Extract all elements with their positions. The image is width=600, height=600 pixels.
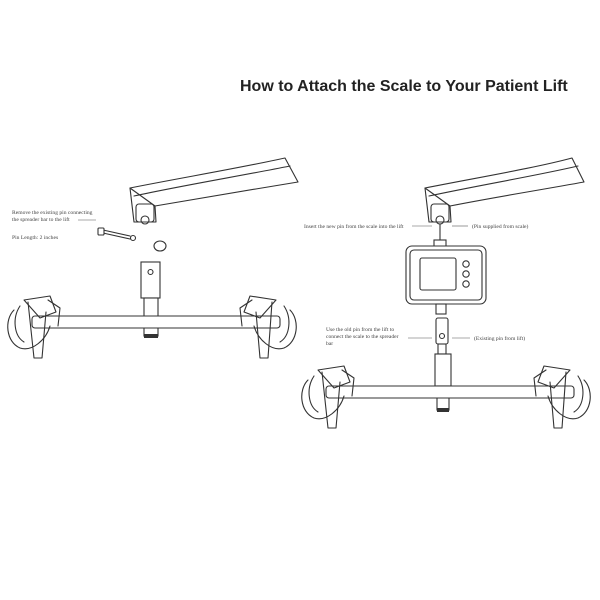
scale-button [462, 260, 470, 268]
left-note-line2: the spreader bar to the lift [12, 216, 70, 223]
right-assembly: Insert the new pin from the scale into t… [301, 157, 591, 429]
left-pin-length: Pin Length: 2 inches [12, 235, 58, 241]
left-bar-hook-left [7, 295, 61, 359]
left-note-line1: Remove the existing pin connecting [12, 210, 93, 216]
left-annotations: Remove the existing pin connecting the s… [12, 210, 96, 241]
right-pin-supplied: (Pin supplied from scale) [472, 223, 529, 230]
right-old-pin-line2: connect the scale to the spreader [326, 334, 399, 340]
scale-display [419, 257, 457, 291]
right-lift-boom [424, 157, 585, 225]
left-lift-boom [129, 157, 299, 225]
right-existing-pin: (Existing pin from lift) [474, 335, 525, 342]
right-bar-hook-right [533, 365, 591, 429]
right-old-pin-line3: bar [326, 341, 333, 347]
scale-button [462, 280, 470, 288]
right-insert-note: Insert the new pin from the scale into t… [304, 223, 404, 230]
scale-button [462, 270, 470, 278]
page-title: How to Attach the Scale to Your Patient … [240, 78, 568, 95]
right-spreader-post [434, 353, 452, 412]
right-old-pin-line1: Use the old pin from the lift to [326, 326, 394, 333]
left-bar-hook-right [239, 295, 297, 359]
scale-unit [405, 223, 487, 315]
right-connector [435, 317, 449, 355]
right-spreader-bar [325, 385, 575, 399]
left-retaining-ring [153, 240, 167, 252]
right-annotations: Insert the new pin from the scale into t… [304, 223, 529, 347]
right-bar-hook-left [301, 365, 355, 429]
left-assembly: Remove the existing pin connecting the s… [7, 157, 299, 359]
left-spreader-bar [31, 315, 281, 329]
left-removed-pin [97, 227, 137, 242]
